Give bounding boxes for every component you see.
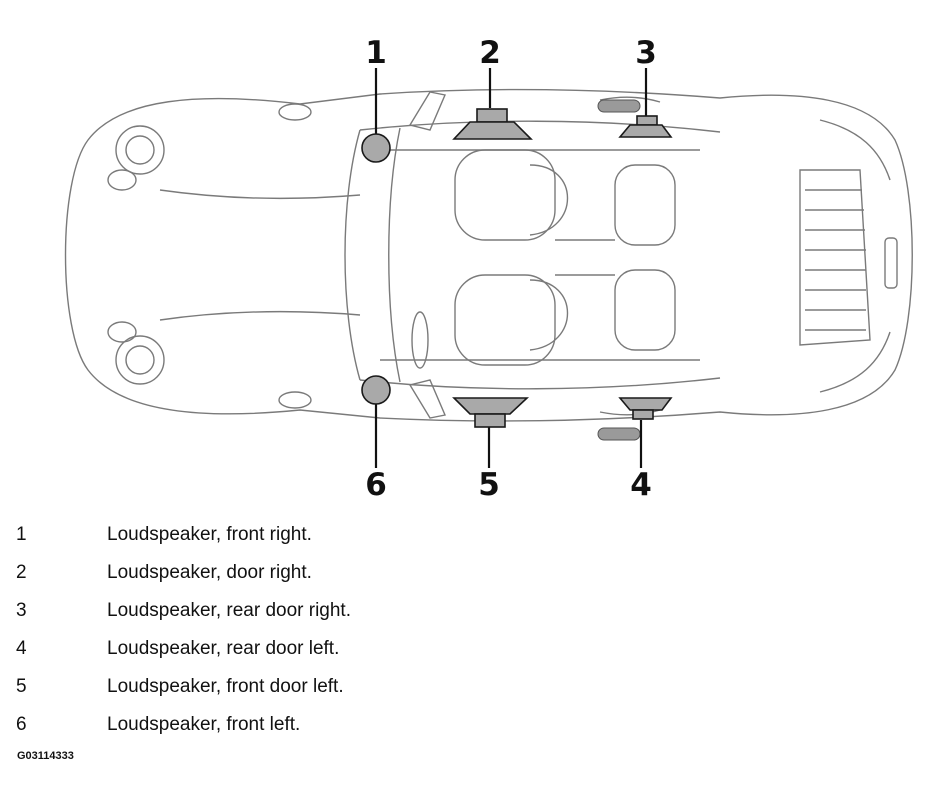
speaker-4-rear-door-left xyxy=(618,397,673,420)
callout-5: 5 xyxy=(478,467,500,503)
legend-text: Loudspeaker, rear door right. xyxy=(107,600,351,621)
exhaust-pipes xyxy=(597,99,641,441)
legend-number: 4 xyxy=(16,638,27,659)
legend-text: Loudspeaker, rear door left. xyxy=(107,638,340,659)
legend-text: Loudspeaker, front right. xyxy=(107,524,312,545)
speakers xyxy=(361,108,673,428)
legend-text: Loudspeaker, front door left. xyxy=(107,676,344,697)
car-speaker-diagram: 1 2 3 4 5 6 xyxy=(64,35,913,503)
legend-number: 5 xyxy=(16,676,27,697)
speaker-2-door-right xyxy=(452,108,533,140)
legend-number: 6 xyxy=(16,714,27,735)
car-top-view-illustration xyxy=(64,68,913,468)
callout-4: 4 xyxy=(630,467,652,503)
callout-6: 6 xyxy=(365,467,387,503)
legend-text: Loudspeaker, door right. xyxy=(107,562,312,583)
legend-number: 3 xyxy=(16,600,27,621)
speaker-6-front-left xyxy=(361,375,391,405)
legend-number: 1 xyxy=(16,524,27,545)
leader-lines xyxy=(374,68,648,468)
legend-number: 2 xyxy=(16,562,27,583)
callout-2: 2 xyxy=(479,35,501,71)
car-body xyxy=(64,88,913,422)
callout-1: 1 xyxy=(365,35,387,71)
speaker-5-front-door-left xyxy=(452,397,530,428)
callout-3: 3 xyxy=(635,35,657,71)
figure-id: G03114333 xyxy=(17,750,74,762)
speaker-3-rear-door-right xyxy=(618,115,673,138)
speaker-1-front-right xyxy=(361,133,391,163)
legend-text: Loudspeaker, front left. xyxy=(107,714,301,735)
